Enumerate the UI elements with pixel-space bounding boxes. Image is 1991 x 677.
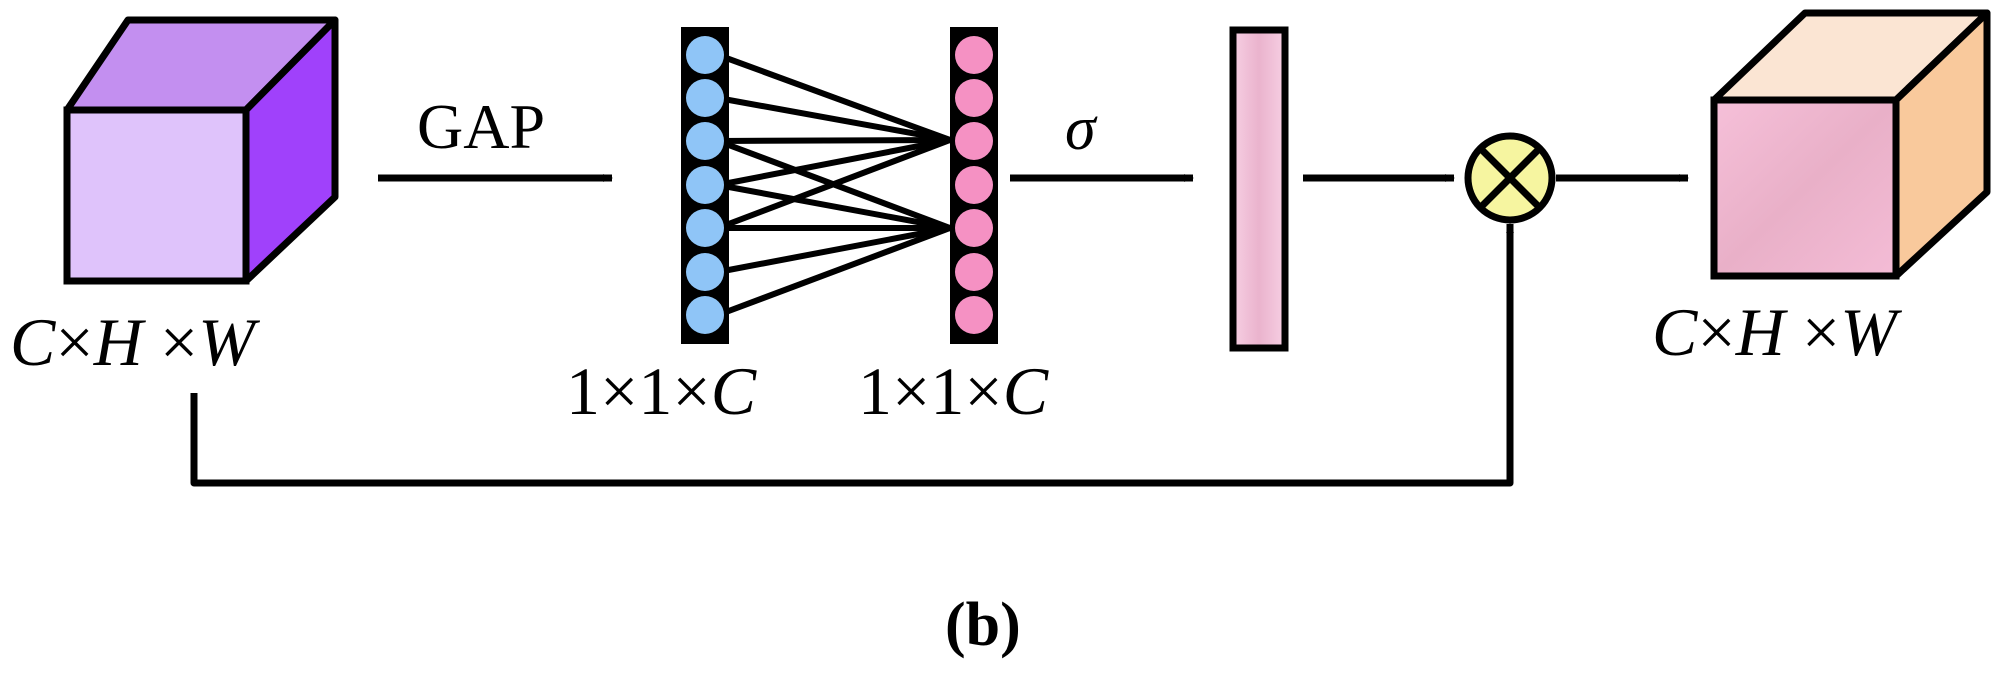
fc-node: [686, 253, 724, 291]
output-shape-label: C×H ×W: [1652, 294, 1897, 370]
fc2-shape-label: 1×1×C: [858, 353, 1049, 429]
input-cube-front: [63, 106, 250, 285]
output-cube: [1710, 9, 1991, 280]
fc-node: [955, 253, 993, 291]
skip-connection-arrow: [190, 223, 1514, 487]
fc-node: [686, 296, 724, 334]
fc-node: [955, 36, 993, 74]
fc-node: [686, 122, 724, 160]
figure-caption: (b): [945, 591, 1021, 659]
output-cube-front: [1710, 96, 1900, 280]
channel-weight-bar: [1229, 26, 1289, 352]
fc-layer-2: [950, 27, 998, 344]
gap-label: GAP: [417, 91, 546, 162]
fc-layer-1: [681, 27, 729, 344]
fc-node: [955, 166, 993, 204]
sigma-label: σ: [1065, 95, 1096, 163]
input-cube: [63, 16, 339, 285]
input-shape-label: C×H ×W: [10, 304, 255, 380]
fc-node: [686, 36, 724, 74]
fc-node: [955, 296, 993, 334]
fc-node: [955, 79, 993, 117]
fc-connections: [716, 52, 952, 318]
fc-node: [686, 209, 724, 247]
fc-node: [955, 122, 993, 160]
fc1-shape-label: 1×1×C: [566, 353, 757, 429]
fc-node: [686, 166, 724, 204]
multiply-node: [1464, 132, 1556, 224]
fc-node: [686, 79, 724, 117]
fc-node: [955, 209, 993, 247]
